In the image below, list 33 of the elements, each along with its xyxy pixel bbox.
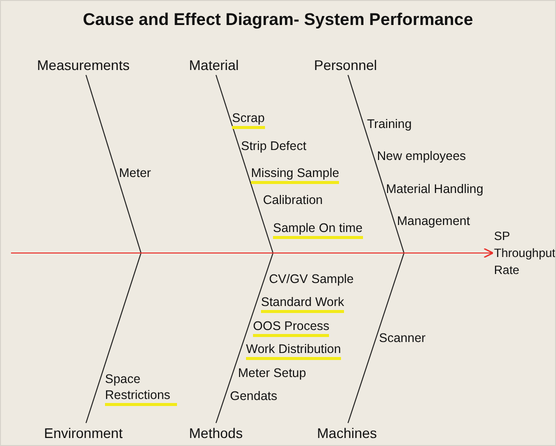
cause-label: Scanner xyxy=(379,330,426,346)
cause-label: Strip Defect xyxy=(241,138,306,154)
bone-line xyxy=(348,252,404,424)
cause-label: New employees xyxy=(377,148,466,164)
cause-label: Standard Work xyxy=(261,294,344,313)
cause-label: Meter Setup xyxy=(238,365,306,381)
category-label: Personnel xyxy=(314,57,378,73)
cause-label: Missing Sample xyxy=(251,165,340,184)
spine-arrow xyxy=(10,248,494,258)
category-label: Environment xyxy=(44,425,123,441)
cause-label: Training xyxy=(367,116,412,132)
bone-line xyxy=(86,252,142,424)
bone-line xyxy=(86,74,142,254)
cause-label: Scrap xyxy=(232,110,265,129)
cause-label: Calibration xyxy=(263,192,323,208)
bone-line xyxy=(348,74,404,254)
effect-label: SP Throughput Rate xyxy=(494,228,554,279)
cause-label: Space Restrictions xyxy=(105,371,177,406)
cause-label: CV/GV Sample xyxy=(269,271,354,287)
bone-line xyxy=(216,252,274,424)
cause-label: OOS Process xyxy=(253,318,330,337)
category-label: Machines xyxy=(317,425,377,441)
diagram-title: Cause and Effect Diagram- System Performance xyxy=(82,10,474,30)
cause-label: Gendats xyxy=(230,388,278,404)
category-label: Methods xyxy=(189,425,243,441)
cause-label: Meter xyxy=(119,165,151,181)
cause-label: Sample On time xyxy=(273,220,363,239)
cause-label: Work Distribution xyxy=(246,341,341,360)
category-label: Measurements xyxy=(37,57,130,73)
cause-label: Material Handling xyxy=(386,181,484,197)
cause-label: Management xyxy=(397,213,470,229)
bone-line xyxy=(216,74,274,254)
category-label: Material xyxy=(189,57,239,73)
